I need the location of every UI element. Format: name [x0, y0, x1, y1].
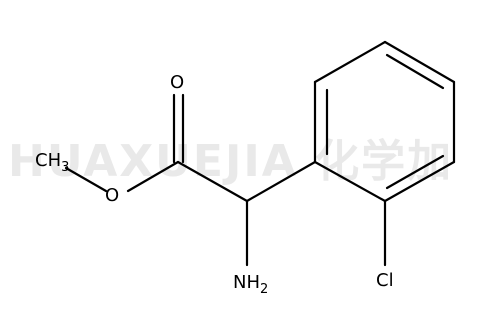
bond-ester-o-methyl — [64, 166, 108, 193]
amine-main: NH — [233, 272, 260, 293]
amine-label: NH2 — [233, 272, 268, 297]
bond-ring-inner-2 — [385, 53, 445, 90]
amine-subscript: 2 — [260, 282, 268, 297]
bond-ring-6 — [313, 160, 387, 203]
bond-ring-3 — [383, 40, 456, 84]
methyl-label: CH3 — [35, 150, 69, 175]
ester-oxygen-label: O — [105, 185, 119, 206]
bond-carbonyl-alpha — [176, 160, 249, 203]
bond-ring-5 — [383, 160, 456, 203]
bond-ring-2 — [313, 40, 387, 84]
watermark: HUAXUEJIA 化学加 — [8, 136, 453, 187]
bonds — [64, 40, 456, 267]
methyl-subscript: 3 — [61, 160, 69, 175]
carbonyl-oxygen-label: O — [170, 72, 184, 93]
bond-alpha-ring — [245, 160, 317, 203]
bond-ring-inner-3 — [385, 154, 445, 190]
methyl-main: CH — [35, 150, 61, 171]
chlorine-label: Cl — [376, 270, 394, 291]
atom-labels: O O CH3 NH2 Cl — [35, 72, 394, 297]
bond-carbonyl-ester-o — [126, 160, 180, 193]
